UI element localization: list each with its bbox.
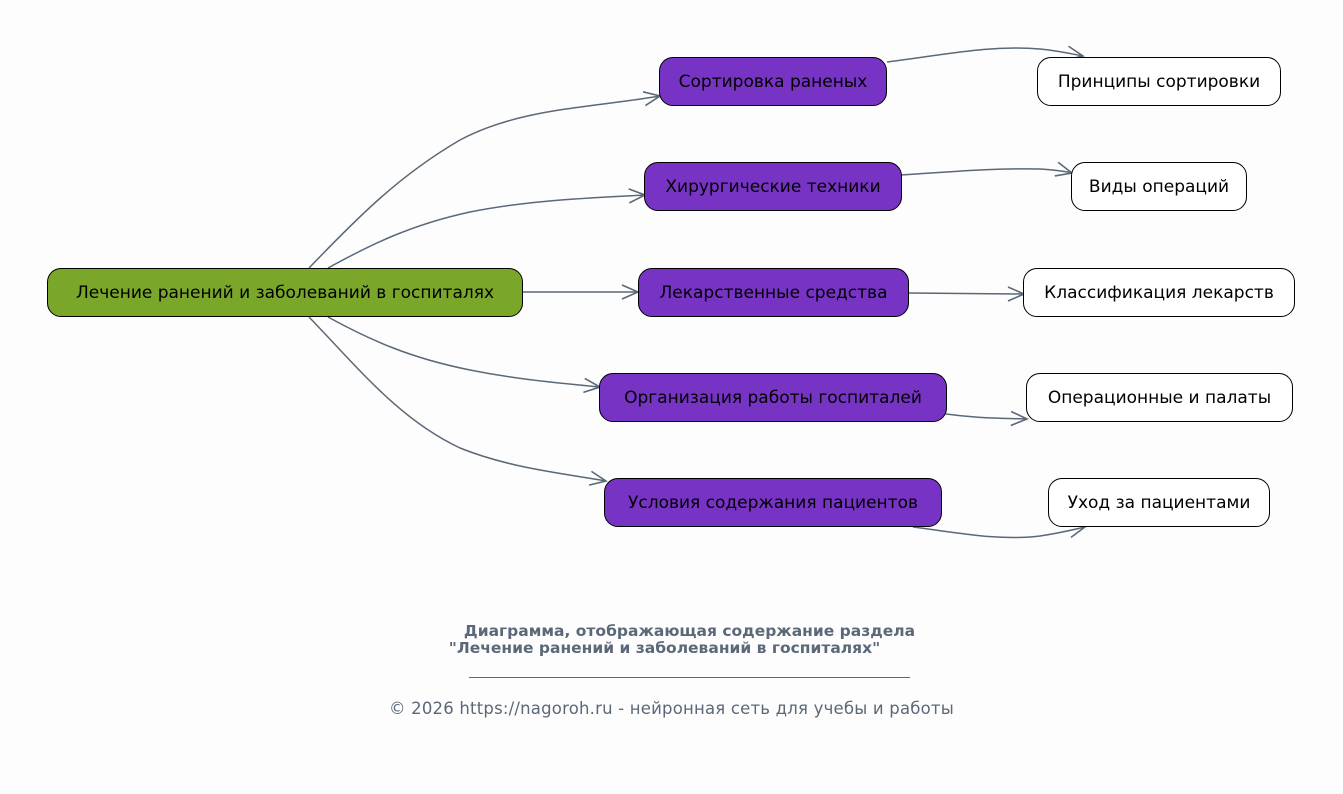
copyright-text: © 2026 https://nagoroh.ru - нейронная се…	[389, 699, 954, 718]
root-node[interactable]: Лечение ранений и заболеваний в госпитал…	[47, 268, 523, 317]
branch-node-hospital-organization[interactable]: Организация работы госпиталей	[599, 373, 947, 422]
edge-root-to-branch-2	[327, 188, 647, 269]
branch-node-surgical-techniques[interactable]: Хирургические техники	[644, 162, 902, 211]
caption-title-line-1: Диаграмма, отображающая содержание разде…	[463, 622, 916, 640]
edge-root-to-branch-4	[327, 316, 602, 394]
leaf-node-patient-care[interactable]: Уход за пациентами	[1048, 478, 1270, 527]
branch-node-sorting[interactable]: Сортировка раненых	[659, 57, 887, 106]
edge-branch-1-to-leaf-1	[886, 45, 1085, 63]
caption-divider	[469, 677, 910, 678]
edge-branch-2-to-leaf-2	[900, 161, 1074, 177]
edge-branch-5-to-leaf-5	[912, 522, 1087, 539]
edge-branch-4-to-leaf-4	[945, 410, 1029, 427]
edge-branch-3-to-leaf-3	[908, 286, 1026, 302]
leaf-node-operation-types[interactable]: Виды операций	[1071, 162, 1247, 211]
caption-title-line-2: "Лечение ранений и заболеваний в госпита…	[448, 639, 881, 657]
diagram-caption-title: Диаграмма, отображающая содержание разде…	[0, 623, 1343, 657]
branch-node-patient-conditions[interactable]: Условия содержания пациентов	[604, 478, 942, 527]
leaf-node-operating-rooms-wards[interactable]: Операционные и палаты	[1026, 373, 1293, 422]
leaf-node-drug-classification[interactable]: Классификация лекарств	[1023, 268, 1295, 317]
leaf-node-sorting-principles[interactable]: Принципы сортировки	[1037, 57, 1281, 106]
edge-root-to-branch-1	[308, 91, 662, 269]
branch-node-medications[interactable]: Лекарственные средства	[638, 268, 909, 317]
edge-root-to-branch-5	[308, 316, 608, 486]
